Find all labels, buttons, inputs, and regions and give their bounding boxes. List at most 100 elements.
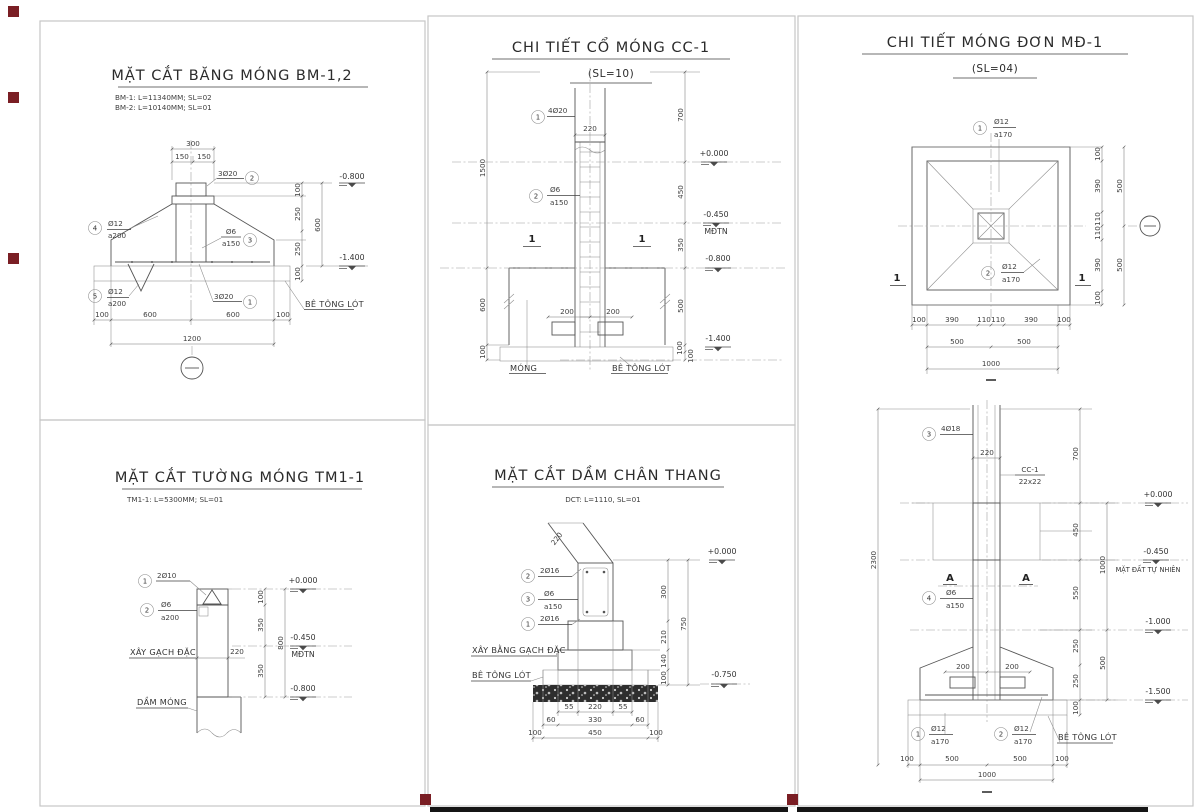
level-label: -1.500 (1145, 687, 1170, 696)
callout-number: 1 (248, 299, 252, 307)
dim-label: 390 (1093, 258, 1102, 272)
dim-label: 100 (675, 341, 684, 355)
mdp-section-marks: 1 1 (890, 273, 1091, 286)
dim-label: 450 (1071, 523, 1080, 537)
dim-label: 60 (546, 715, 556, 724)
level-symbol-icon (708, 559, 736, 565)
level-symbol-icon (1144, 502, 1172, 508)
level-label: -0.800 (290, 684, 315, 693)
callout-number: 3 (927, 431, 931, 439)
lean-concrete-label: BÊ TÔNG LÓT (612, 362, 672, 373)
panel-title: MẶT CẮT BĂNG MÓNG BM-1,2 (111, 65, 352, 84)
dim-label: 600 (313, 218, 322, 232)
rebar-label: Ø6 (544, 589, 555, 598)
callout-number: 1 (143, 578, 147, 586)
callout-number: 4 (93, 225, 98, 233)
dim-label: 1000 (982, 359, 1001, 368)
dim-label: 250 (293, 207, 302, 221)
mdp-callouts: 1 Ø12 a170 2 Ø12 a170 (973, 117, 1041, 284)
level-symbol-icon (338, 265, 366, 271)
callout-number: 2 (145, 607, 149, 615)
panel-tm: MẶT CẮT TƯỜNG MÓNG TM1-1 TM1-1: L=5300MM… (115, 467, 364, 738)
level-label: -0.750 (711, 670, 736, 679)
section-ref-label: CC-1 (1021, 465, 1038, 474)
tm-dimensions: 100 350 350 800 (256, 587, 287, 699)
callout-number: 3 (526, 596, 530, 604)
rebar-spacing-label: a150 (946, 601, 965, 610)
spec-line: BM-2: L=10140MM; SL=01 (115, 103, 212, 112)
rebar-label: 4Ø20 (548, 106, 568, 115)
dim-label: 220 (583, 124, 597, 133)
level-symbol-icon (710, 683, 738, 689)
callout-number: 3 (248, 237, 252, 245)
bottom-bar (797, 807, 1148, 812)
callout-number: 2 (534, 193, 538, 201)
dim-label: 250 (1071, 674, 1080, 688)
sheet-markers (8, 6, 1148, 812)
bm-callouts: 4 Ø12 a200 3 Ø6 a150 5 Ø12 a200 3Ø20 1 3… (88, 169, 259, 309)
panel-title: MẶT CẮT DẦM CHÂN THANG (494, 465, 722, 484)
rebar-spacing-label: a200 (108, 299, 127, 308)
leader-line (619, 356, 634, 369)
rebar-spacing-label: a200 (108, 231, 127, 240)
dim-label: 300 (186, 139, 200, 148)
dim-label: 250 (293, 242, 302, 256)
panel-md-section: 220 3 4Ø18 4 Ø6 a150 1 Ø12 a170 2 Ø12 a1… (869, 400, 1188, 793)
section-mark: 1 (894, 273, 901, 284)
callout-number: 4 (927, 595, 932, 603)
panel-dct: MẶT CẮT DẦM CHÂN THANG DCT: L=1110, SL=0… (471, 465, 750, 742)
mds-cc-reference: CC-1 22x22 (1000, 465, 1045, 486)
callout-number: 1 (978, 125, 982, 133)
dim-label: 55 (564, 702, 573, 711)
dim-label: 390 (1024, 315, 1038, 324)
dim-label: 500 (950, 337, 964, 346)
frame-tm (39, 419, 426, 807)
spec-line: TM1-1: L=5300MM; SL=01 (126, 495, 223, 504)
rebar-label: Ø12 (108, 219, 123, 228)
rebar-spacing-label: a200 (161, 613, 180, 622)
lean-concrete-label: BÊ TÔNG LÓT (305, 298, 365, 309)
level-label: +0.000 (700, 149, 729, 158)
foundation-beam-label: DẦM MÓNG (137, 695, 187, 707)
dim-label: 110 (991, 315, 1005, 324)
dim-label: 60 (635, 715, 645, 724)
dim-label: 2300 (869, 550, 878, 569)
rebar-label: 3Ø20 (218, 169, 238, 178)
dim-label: 220 (230, 647, 244, 656)
rebar-spacing-label: a170 (994, 130, 1013, 139)
dim-label: 200 (606, 307, 620, 316)
dim-label: 100 (478, 345, 487, 359)
level-symbol-icon (289, 588, 317, 594)
dim-label: 500 (1098, 656, 1107, 670)
dim-label: 100 (900, 754, 914, 763)
cc-dimensions: 220 200 200 1500 600 100 700 450 350 500… (478, 70, 695, 363)
dim-label: 100 (528, 728, 542, 737)
dct-linework (532, 522, 700, 742)
section-ref-size: 22x22 (1019, 477, 1042, 486)
section-mark: A (1022, 573, 1030, 584)
dim-label: 110 (977, 315, 991, 324)
dim-label: 700 (676, 108, 685, 122)
dim-label: 100 (1093, 147, 1102, 161)
footing-label: MÓNG (510, 362, 537, 373)
level-label: -0.450 (290, 633, 315, 642)
dim-label: 100 (659, 671, 668, 685)
dim-label: 350 (676, 238, 685, 252)
dim-label: 200 (560, 307, 574, 316)
dim-label: 220 (980, 448, 994, 457)
section-mark: 1 (639, 234, 646, 245)
dim-label: 150 (175, 152, 189, 161)
spec-line: DCT: L=1110, SL=01 (565, 495, 640, 504)
level-symbol-icon (1144, 629, 1172, 635)
rebar-label: Ø12 (931, 724, 946, 733)
rebar-label: Ø6 (226, 227, 237, 236)
dim-label: 210 (659, 630, 668, 644)
marker-square (8, 6, 19, 17)
dim-label: 100 (1071, 701, 1080, 715)
leader-line (187, 707, 198, 712)
dim-label: 100 (256, 590, 265, 604)
dim-label: 600 (478, 298, 487, 312)
cc-callouts: 1 4Ø20 2 Ø6 a150 (529, 106, 580, 207)
